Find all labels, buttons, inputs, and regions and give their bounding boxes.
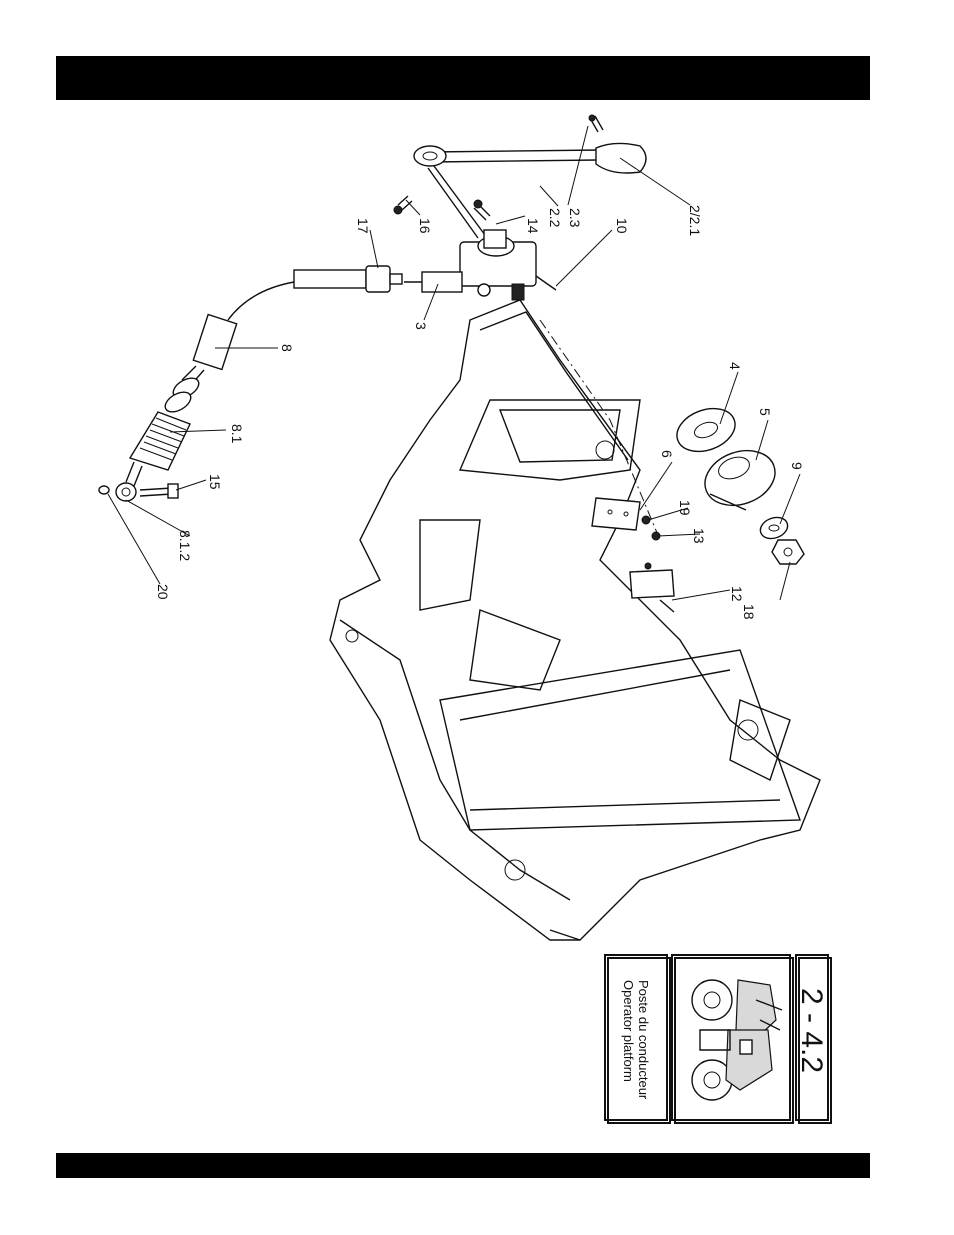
callout-12: 12 (729, 586, 745, 602)
bracket-6 (592, 498, 640, 530)
washer-9 (757, 514, 790, 542)
pivot-housing (460, 230, 556, 300)
disc-4 (671, 401, 741, 459)
title-block: Operator platform Poste du conducteur 2 … (605, 955, 831, 1123)
callout-17: 17 (355, 218, 371, 234)
shaft-3 (404, 272, 462, 292)
callout-2-3: 2.3 (567, 208, 583, 228)
platform-frame (330, 300, 820, 940)
disc-5 (697, 441, 782, 514)
callout-2-2-1: 2/2.1 (687, 205, 703, 236)
cable-connector-17 (294, 266, 402, 292)
callout-15: 15 (207, 474, 223, 490)
callout-18: 18 (741, 604, 757, 620)
callout-4: 4 (727, 362, 743, 370)
callout-9: 9 (789, 462, 805, 470)
callout-3: 3 (413, 322, 429, 330)
title-en: Operator platform (621, 980, 636, 1082)
callout-13: 13 (691, 528, 707, 544)
bolt-14 (474, 200, 490, 220)
callout-19: 19 (677, 500, 693, 516)
nut-18 (772, 540, 804, 564)
callout-8-1-2: 8.1.2 (177, 530, 193, 561)
callout-2-2: 2.2 (547, 208, 563, 228)
callout-14: 14 (525, 218, 541, 234)
callout-6: 6 (659, 450, 675, 458)
callout-10: 10 (614, 218, 630, 234)
switch-12 (630, 563, 674, 612)
bellows-8-1 (126, 412, 190, 486)
section-number: 2 - 4.2 (795, 988, 828, 1073)
bolt-2-3 (589, 115, 603, 132)
callout-20: 20 (155, 584, 171, 600)
callout-16: 16 (417, 218, 433, 234)
callout-8-1: 8.1 (229, 424, 245, 444)
cable-8 (162, 282, 294, 416)
callout-8: 8 (279, 344, 295, 352)
bolt-16 (394, 196, 412, 214)
callout-5: 5 (757, 408, 773, 416)
title-fr: Poste du conducteur (636, 980, 651, 1100)
